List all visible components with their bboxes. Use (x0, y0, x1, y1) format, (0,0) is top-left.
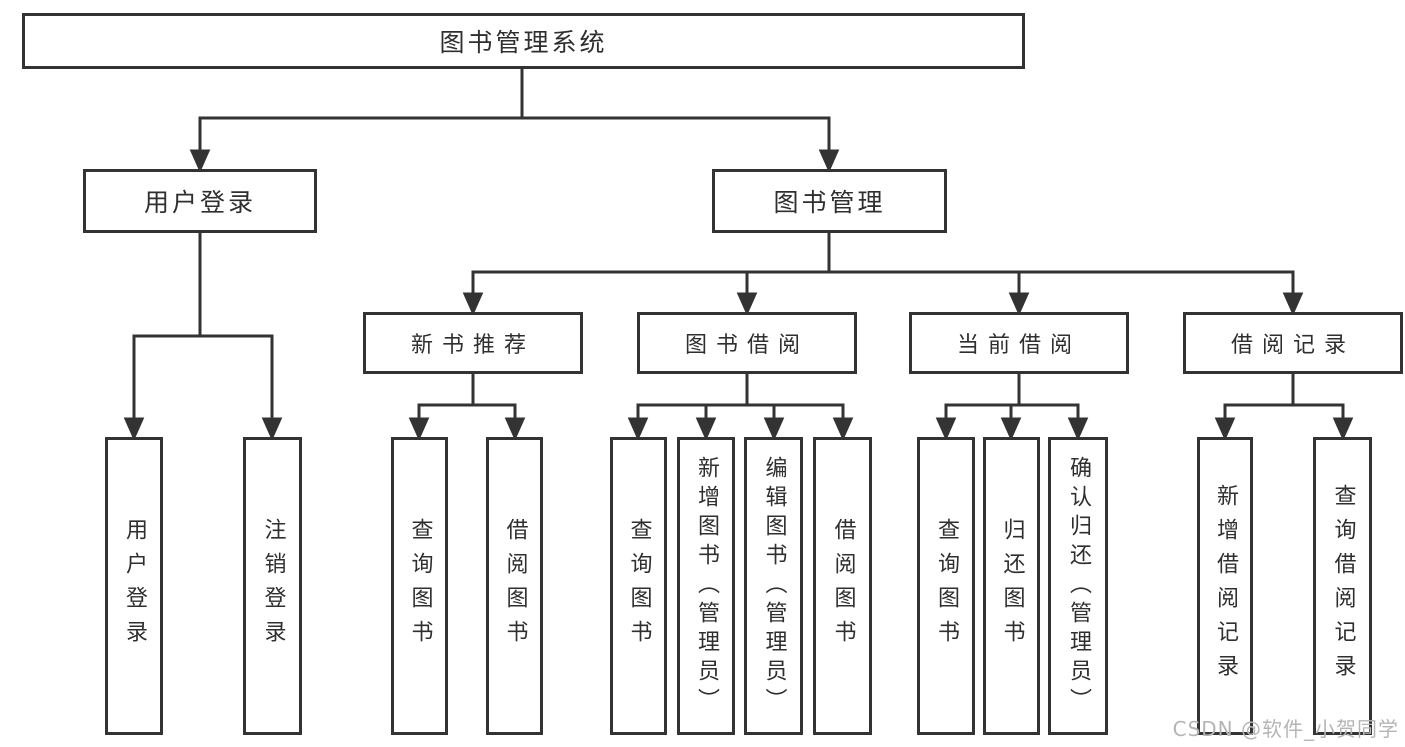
leaf-query-books-1-label: 查询图书 (407, 518, 433, 654)
leaf-query-books-1: 查询图书 (391, 437, 448, 735)
leaf-query-books-3-label: 查询图书 (934, 518, 959, 654)
connector-current-borrow-children (935, 372, 1089, 441)
leaf-query-books-2-label: 查询图书 (626, 518, 652, 654)
node-root-label: 图书管理系统 (439, 28, 608, 57)
leaf-edit-book-admin: 编辑图书（管理员） (744, 437, 803, 735)
csdn-watermark: CSDN @软件_小贺同学 (1172, 717, 1399, 741)
node-user-login: 用户登录 (83, 169, 317, 233)
arrow-down-icon (123, 417, 145, 441)
arrow-down-icon (1282, 292, 1304, 316)
node-book-borrow: 图书借阅 (637, 312, 857, 374)
leaf-query-books-2: 查询图书 (610, 437, 667, 735)
leaf-borrow-books-2-label: 借阅图书 (830, 518, 856, 654)
connector-book-management-modules (462, 231, 1304, 316)
arrow-down-icon (627, 417, 649, 441)
arrow-down-icon (189, 149, 211, 173)
node-new-book-recommend: 新书推荐 (363, 312, 583, 374)
leaf-add-borrow-record-label: 新增借阅记录 (1213, 484, 1238, 688)
leaf-logout-label: 注销登录 (260, 518, 286, 654)
node-borrow-records: 借阅记录 (1183, 312, 1403, 374)
connector-root-to-branches (189, 67, 840, 173)
leaf-query-borrow-record-label: 查询借阅记录 (1330, 484, 1356, 688)
arrow-down-icon (763, 417, 785, 441)
connector-user-login-children (123, 231, 283, 441)
node-book-management-label: 图书管理 (773, 188, 886, 217)
leaf-user-login: 用户登录 (105, 437, 163, 735)
arrow-down-icon (462, 292, 484, 316)
node-user-login-label: 用户登录 (143, 188, 256, 217)
node-borrow-records-label: 借阅记录 (1230, 333, 1355, 358)
leaf-borrow-books-2: 借阅图书 (813, 437, 872, 735)
arrow-down-icon (1214, 417, 1236, 441)
leaf-add-book-admin: 新增图书（管理员） (677, 437, 735, 735)
leaf-borrow-books-1: 借阅图书 (486, 437, 543, 735)
arrow-down-icon (832, 417, 854, 441)
connector-borrow-records-children (1214, 372, 1354, 441)
leaf-query-books-3: 查询图书 (917, 437, 975, 735)
node-book-management: 图书管理 (712, 169, 947, 233)
leaf-return-book-label: 归还图书 (999, 518, 1025, 654)
arrow-down-icon (408, 417, 430, 441)
arrow-down-icon (1008, 292, 1030, 316)
leaf-add-borrow-record: 新增借阅记录 (1197, 437, 1253, 735)
arrow-down-icon (261, 417, 283, 441)
leaf-logout: 注销登录 (243, 437, 302, 735)
arrow-down-icon (818, 149, 840, 173)
leaf-return-book: 归还图书 (983, 437, 1040, 735)
node-current-borrow: 当前借阅 (909, 312, 1129, 374)
leaf-add-book-admin-label: 新增图书（管理员） (694, 455, 719, 717)
arrow-down-icon (1000, 417, 1022, 441)
node-new-book-recommend-label: 新书推荐 (410, 333, 535, 358)
connector-book-borrow-children (627, 372, 854, 441)
connector-new-book-recommend-children (408, 372, 526, 441)
leaf-confirm-return-admin-label: 确认归还（管理员） (1066, 455, 1091, 717)
arrow-down-icon (1332, 417, 1354, 441)
leaf-borrow-books-1-label: 借阅图书 (502, 518, 528, 654)
arrow-down-icon (935, 417, 957, 441)
node-current-borrow-label: 当前借阅 (956, 333, 1081, 358)
arrow-down-icon (504, 417, 526, 441)
arrow-down-icon (1067, 417, 1089, 441)
node-book-borrow-label: 图书借阅 (684, 333, 809, 358)
node-root: 图书管理系统 (22, 13, 1025, 69)
leaf-query-borrow-record: 查询借阅记录 (1313, 437, 1372, 735)
leaf-edit-book-admin-label: 编辑图书（管理员） (761, 455, 787, 717)
leaf-user-login-label: 用户登录 (122, 518, 147, 654)
leaf-confirm-return-admin: 确认归还（管理员） (1048, 437, 1108, 735)
arrow-down-icon (736, 292, 758, 316)
arrow-down-icon (695, 417, 717, 441)
